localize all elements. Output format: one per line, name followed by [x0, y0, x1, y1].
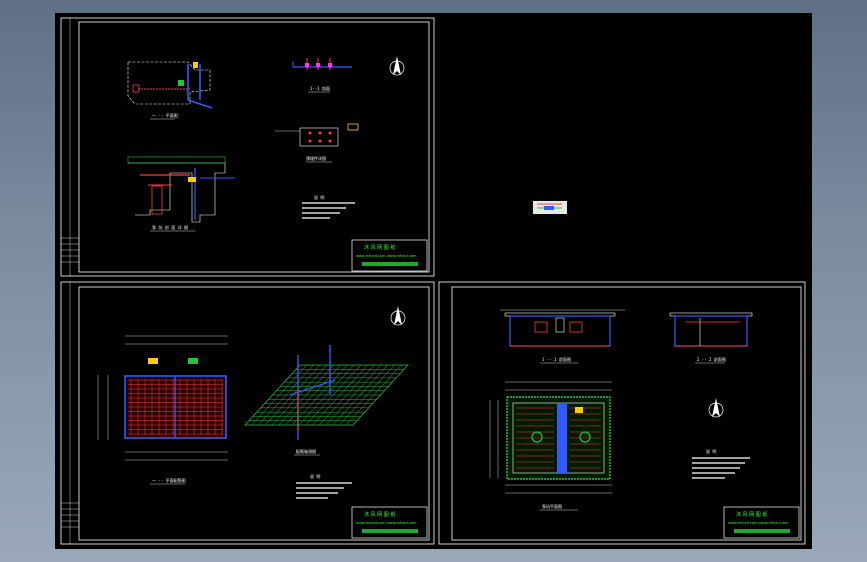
mesh-line	[305, 364, 361, 426]
sheet-1: 一 -- 平面图 1--1 剖面 预埋件详图	[60, 17, 435, 277]
sheet-3: 1 -- 1 剖面图 2 -- 2 剖面图	[438, 281, 806, 545]
mesh-line	[265, 364, 321, 426]
mesh-line	[325, 364, 382, 426]
svg-text:一 -- 平面配筋图: 一 -- 平面配筋图	[152, 477, 186, 483]
mesh-line	[298, 364, 355, 426]
detail-elevation-small: 1--1 剖面	[292, 58, 352, 93]
mesh-line	[346, 364, 402, 426]
title-block-line1: 沐 风 网 图 纸	[364, 511, 395, 518]
svg-text:泵坑平面图: 泵坑平面图	[542, 503, 562, 509]
title-block-2: 沐 风 网 图 纸 www.mfcad.com www.mfcad.com	[351, 506, 428, 539]
svg-text:1--1 剖面: 1--1 剖面	[310, 85, 330, 91]
mesh-isometric: 配筋轴测图	[244, 345, 409, 456]
detail-section-cap: 预埋件详图	[275, 123, 359, 163]
mesh-line	[285, 364, 341, 426]
svg-text:说 明: 说 明	[314, 194, 324, 200]
mesh-line	[312, 364, 368, 426]
title-block-3: 沐 风 网 图 纸 www.mfcad.com www.mfcad.com	[723, 506, 800, 539]
title-block-line1: 沐 风 网 图 纸	[736, 511, 767, 518]
sheet-2: 一 -- 平面配筋图 配筋轴测图 说 明 沐 风 网 图 纸	[60, 281, 435, 545]
title-block-line2: www.mfcad.com www.mfcad.com	[356, 521, 417, 525]
mesh-line	[339, 364, 395, 426]
notes-block-2: 说 明	[296, 473, 352, 499]
mesh-line	[319, 364, 375, 426]
title-block-line1: 沐 风 网 图 纸	[364, 244, 395, 251]
model-space	[55, 13, 812, 549]
section-view-2: 2 -- 2 剖面图	[669, 312, 753, 364]
svg-text:预埋件详图: 预埋件详图	[306, 155, 326, 161]
svg-text:一 -- 平面图: 一 -- 平面图	[152, 112, 178, 118]
title-block-line2: www.mfcad.com www.mfcad.com	[356, 254, 417, 258]
mesh-line	[258, 364, 314, 426]
north-arrow-icon	[389, 56, 405, 76]
plan-view-3: 泵坑平面图	[489, 381, 612, 511]
mesh-line	[278, 364, 334, 426]
mesh-line	[292, 364, 348, 426]
svg-text:说 明: 说 明	[706, 448, 716, 454]
north-arrow-icon	[708, 398, 724, 418]
mesh-line	[332, 364, 388, 426]
svg-text:1 -- 1 剖面图: 1 -- 1 剖面图	[542, 356, 571, 362]
svg-text:配筋轴测图: 配筋轴测图	[296, 448, 316, 454]
mesh-line	[271, 364, 328, 426]
svg-text:说 明: 说 明	[310, 473, 320, 479]
rebar-plan: 一 -- 平面配筋图	[124, 358, 227, 485]
svg-text:2 -- 2 剖面图: 2 -- 2 剖面图	[697, 356, 726, 362]
notes-block-1: 说 明	[302, 194, 355, 219]
isolated-detail	[533, 201, 567, 214]
north-arrow-icon	[390, 306, 406, 326]
title-block-1: 沐 风 网 图 纸 www.mfcad.com www.mfcad.com	[351, 239, 428, 272]
detail-plan-1: 一 -- 平面图	[127, 61, 213, 120]
notes-block-3: 说 明	[692, 448, 750, 479]
dimension-lines-2	[97, 335, 228, 461]
section-view-1: 1 -- 1 剖面图	[500, 309, 625, 364]
title-block-line2: www.mfcad.com www.mfcad.com	[728, 521, 789, 525]
svg-text:泵 坑 剖 面 详 图: 泵 坑 剖 面 详 图	[152, 224, 188, 230]
detail-section-large: 泵 坑 剖 面 详 图	[127, 156, 235, 232]
